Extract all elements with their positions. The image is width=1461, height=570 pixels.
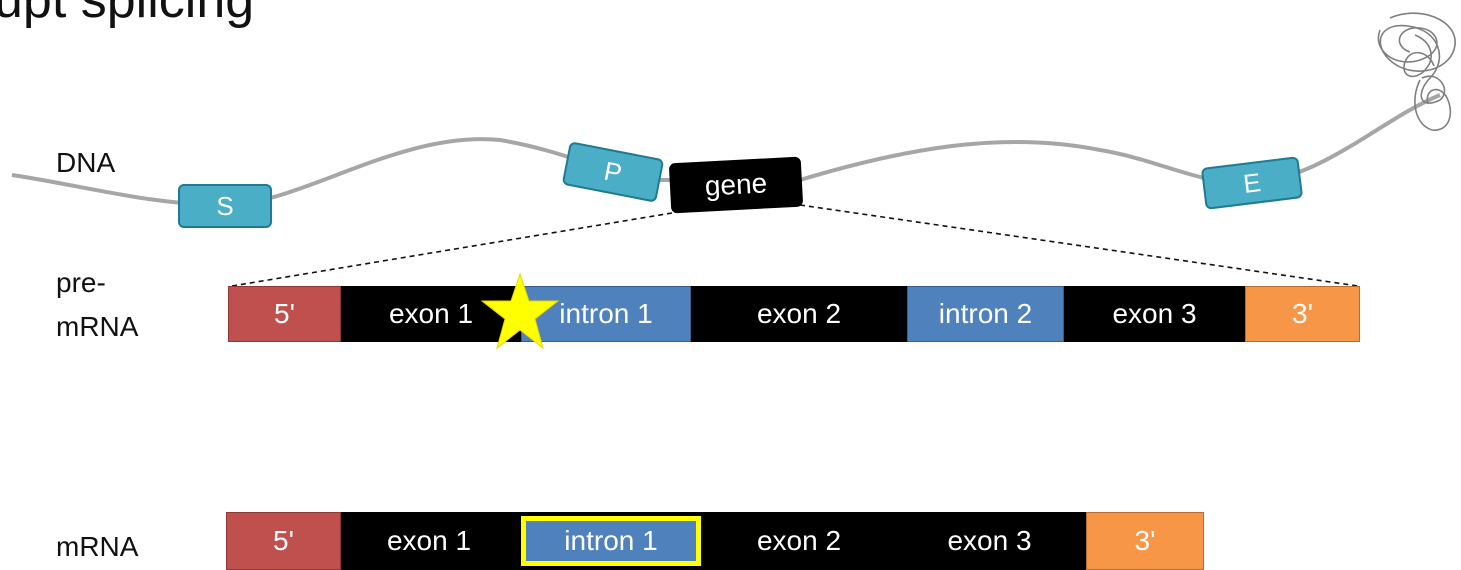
pre-mrna-label-line1: pre- (56, 267, 106, 298)
pre-mrna-intron-1-label: intron 1 (559, 298, 653, 329)
pre-mrna-intron-2: intron 2 (907, 286, 1064, 342)
pre-mrna-exon-2-label: exon 2 (756, 298, 842, 329)
pre-mrna-five-prime: 5' (228, 286, 341, 342)
mrna-exon-1: exon 1 (341, 512, 517, 570)
pre-mrna-intron-2-label: intron 2 (938, 298, 1033, 329)
gene-label: gene (704, 167, 768, 202)
mrna-five-prime: 5' (226, 512, 341, 570)
pre-mrna-exon-3-label: exon 3 (1112, 298, 1197, 329)
dna-label: DNA (56, 147, 116, 178)
mrna-intron-1-label: intron 1 (564, 525, 658, 556)
pre-mrna-three-prime-label: 3' (1292, 298, 1313, 329)
chromatin-scribble-icon (1377, 12, 1456, 131)
mrna-exon-1-label: exon 1 (386, 525, 472, 556)
mrna-five-prime-label: 5' (273, 525, 294, 556)
mrna-label: mRNA (56, 531, 139, 562)
mrna-exon-3: exon 3 (893, 512, 1086, 570)
enhancer-label: E (1241, 166, 1263, 199)
silencer-box: S (178, 184, 272, 228)
mrna-three-prime: 3' (1086, 512, 1204, 570)
mrna-exon-3-label: exon 3 (947, 525, 1032, 556)
pre-mrna-three-prime: 3' (1245, 286, 1360, 342)
pre-mrna-label-line2: mRNA (56, 311, 139, 342)
mrna-exon-2: exon 2 (705, 512, 893, 570)
mrna-intron-1-frame: intron 1 (517, 512, 705, 570)
pre-mrna-five-prime-label: 5' (274, 298, 295, 329)
promoter-label: P (601, 155, 625, 188)
pre-mrna-exon-3: exon 3 (1064, 286, 1245, 342)
projection-line-right (799, 204, 1359, 287)
silencer-label: S (216, 190, 234, 221)
slide-title: upt splicing (0, 0, 255, 29)
pre-mrna-intron-1: intron 1 (521, 286, 691, 342)
star-icon (480, 272, 560, 350)
pre-mrna-exon-2: exon 2 (691, 286, 907, 342)
pre-mrna-exon-1-label: exon 1 (388, 298, 474, 329)
pre-mrna-exon-1: exon 1 (341, 286, 521, 342)
mrna-intron-1: intron 1 (521, 516, 701, 566)
mrna-three-prime-label: 3' (1134, 525, 1156, 556)
mrna-exon-2-label: exon 2 (756, 525, 842, 556)
projection-line-left (231, 212, 673, 287)
gene-box: gene (668, 156, 804, 214)
